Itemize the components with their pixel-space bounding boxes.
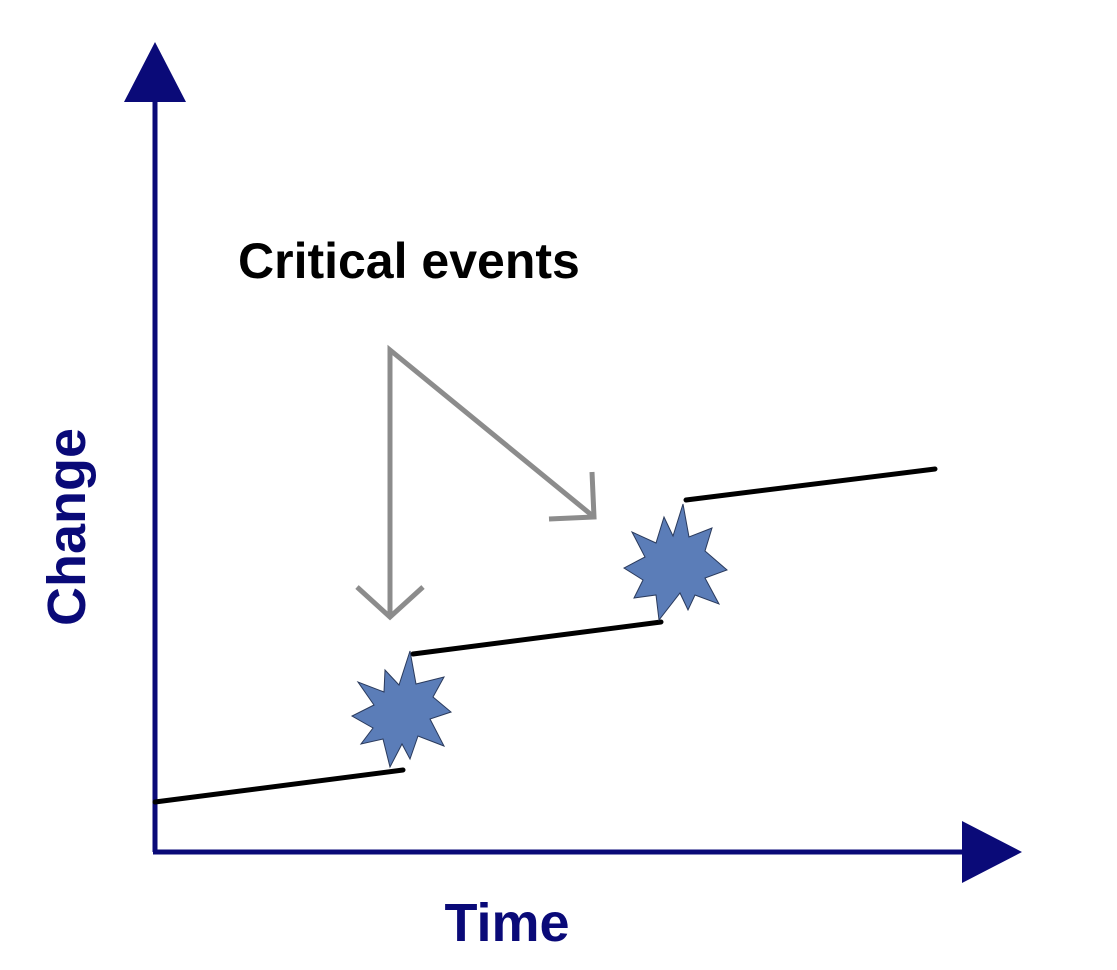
x-axis-label: Time <box>444 893 569 953</box>
x-axis-arrowhead <box>962 821 1022 883</box>
starburst-icon <box>350 650 453 769</box>
y-axis-label: Change <box>37 428 97 626</box>
change-curve <box>152 466 938 805</box>
curve-segment-2 <box>410 619 664 657</box>
starburst-icon <box>622 503 728 622</box>
arrowhead-down-icon <box>355 585 425 621</box>
axes <box>124 42 1022 883</box>
arrowhead-diagonal-icon <box>548 471 597 522</box>
curve-segment-1 <box>152 767 406 805</box>
curve-segment-3 <box>683 466 938 503</box>
pointer-arrows <box>355 344 597 621</box>
annotation-label: Critical events <box>238 233 580 289</box>
pointer-arrow-shaft <box>387 344 596 617</box>
y-axis-arrowhead <box>124 42 186 102</box>
